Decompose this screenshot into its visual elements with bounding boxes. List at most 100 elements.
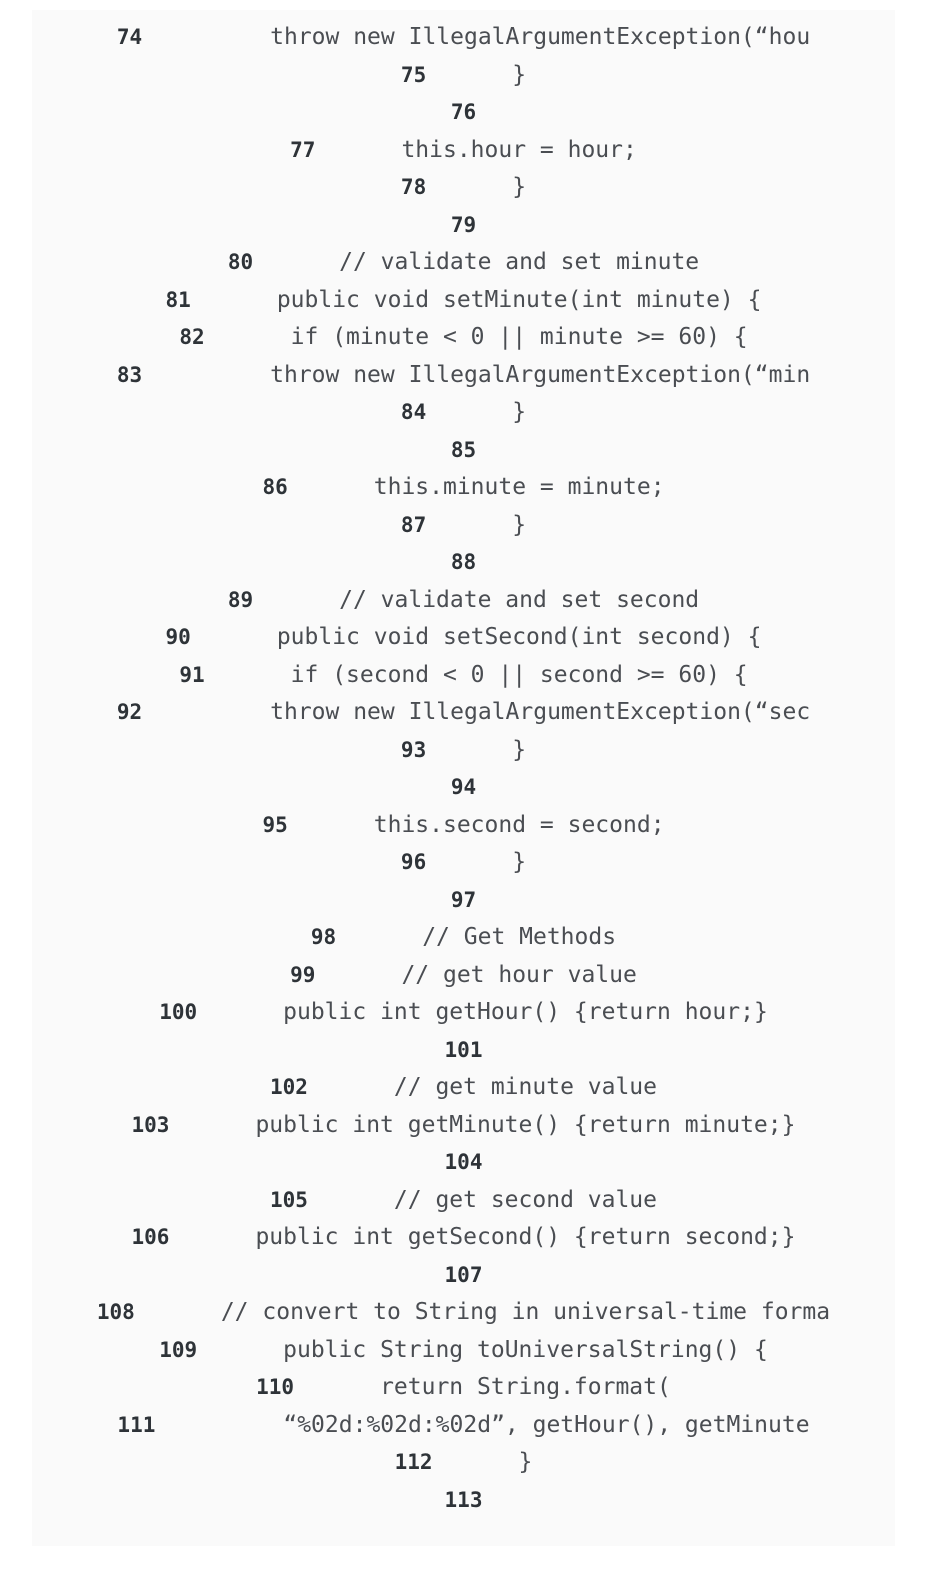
line-number: 105 (269, 1187, 308, 1212)
line-code-text: this.minute = minute; (373, 474, 665, 500)
code-line: 103 public int getMinute() {return minute… (32, 1107, 895, 1145)
line-code-text: public int getHour() {return hour;} (283, 999, 768, 1025)
line-number: 94 (450, 775, 477, 799)
code-line: 110 return String.format( (32, 1369, 895, 1407)
line-code-text: “%02d:%02d:%02d”, getHour(), getMinute (283, 1411, 810, 1438)
line-number: 99 (290, 962, 316, 987)
line-code-text: // convert to String in universal-time f… (220, 1299, 831, 1325)
line-code-text: this.hour = hour; (401, 136, 637, 163)
line-code-text: // get second value (393, 1186, 658, 1213)
line-number: 83 (116, 362, 143, 387)
line-number: 109 (159, 1337, 198, 1362)
code-line: 113 (32, 1482, 895, 1520)
line-number: 113 (444, 1487, 483, 1512)
line-number: 103 (131, 1112, 170, 1137)
code-line: 98 // Get Methods (32, 919, 895, 957)
code-line: 105 // get second value (32, 1182, 895, 1220)
code-line: 91 if (second < 0 || second >= 60) { (32, 657, 895, 695)
code-line: 90 public void setSecond(int second) { (32, 619, 895, 657)
code-line: 93} (32, 732, 895, 770)
line-number: 93 (400, 737, 427, 762)
line-code-text: } (512, 61, 527, 88)
line-number: 85 (450, 437, 477, 462)
code-line: 83 throw new IllegalArgumentException(“mi… (32, 357, 895, 395)
code-line: 87} (32, 507, 895, 545)
line-code-text: // Get Methods (422, 924, 617, 950)
code-line: 76 (32, 94, 895, 132)
line-code-text: // get minute value (393, 1074, 658, 1100)
code-line: 109 public String toUniversalString() { (32, 1332, 895, 1370)
line-code-text: if (second < 0 || second >= 60) { (290, 661, 748, 688)
line-number: 78 (400, 175, 427, 199)
line-number: 96 (400, 850, 427, 874)
code-line: 85 (32, 432, 895, 470)
line-number: 95 (262, 812, 288, 837)
line-number: 101 (444, 1037, 483, 1062)
line-code-text: // validate and set second (339, 586, 700, 613)
line-number: 100 (159, 1000, 198, 1024)
code-line: 99 // get hour value (32, 957, 895, 995)
code-line: 108 // convert to String in universal-tim… (32, 1294, 895, 1332)
code-line: 96} (32, 844, 895, 882)
line-code-text: throw new IllegalArgumentException(“sec (270, 699, 811, 725)
line-number: 86 (262, 475, 288, 499)
line-code-text: if (minute < 0 || minute >= 60) { (290, 324, 748, 350)
code-line: 84} (32, 394, 895, 432)
line-number: 91 (179, 662, 205, 687)
line-code-text: this.second = second; (373, 811, 665, 838)
line-number: 108 (96, 1300, 135, 1324)
line-code-text: throw new IllegalArgumentException(“min (270, 361, 811, 388)
code-line: 80 // validate and set minute (32, 244, 895, 282)
code-line: 75} (32, 57, 895, 95)
line-number: 88 (450, 550, 477, 574)
code-line: 111 “%02d:%02d:%02d”, getHour(), getMinut… (32, 1407, 895, 1445)
code-line: 97 (32, 882, 895, 920)
line-number: 111 (117, 1412, 156, 1437)
code-line: 94 (32, 769, 895, 807)
line-number: 112 (394, 1450, 433, 1474)
line-number: 77 (290, 137, 316, 162)
line-code-text: } (512, 399, 527, 425)
line-number: 89 (227, 587, 254, 612)
line-number: 98 (310, 925, 337, 949)
line-code-text: public void setMinute(int minute) { (276, 286, 762, 313)
code-line: 81 public void setMinute(int minute) { (32, 282, 895, 320)
code-line: 79 (32, 207, 895, 245)
line-number: 97 (450, 887, 477, 912)
code-line: 112} (32, 1444, 895, 1482)
line-number: 74 (116, 25, 143, 49)
code-line: 95 this.second = second; (32, 807, 895, 845)
line-number: 110 (256, 1375, 295, 1399)
line-number: 90 (165, 625, 191, 649)
line-code-text: public int getMinute() {return minute;} (255, 1111, 796, 1138)
line-number: 87 (400, 512, 427, 537)
line-number: 81 (165, 287, 191, 312)
line-number: 80 (227, 250, 254, 274)
line-code-text: return String.format( (380, 1374, 671, 1400)
line-number: 106 (131, 1225, 170, 1249)
line-number: 79 (450, 212, 477, 237)
line-code-text: public String toUniversalString() { (283, 1336, 768, 1363)
code-line: 78} (32, 169, 895, 207)
line-code-text: public int getSecond() {return second;} (255, 1224, 796, 1250)
line-number: 107 (444, 1262, 483, 1287)
line-number: 84 (400, 400, 427, 424)
code-line: 101 (32, 1032, 895, 1070)
line-code-text: // get hour value (401, 961, 637, 988)
code-line: 86 this.minute = minute; (32, 469, 895, 507)
code-line: 107 (32, 1257, 895, 1295)
code-line: 77 this.hour = hour; (32, 132, 895, 170)
line-code-text: } (518, 1449, 533, 1475)
line-code-text: } (512, 849, 527, 875)
line-code-text: // validate and set minute (339, 249, 700, 275)
code-line: 102// get minute value (32, 1069, 895, 1107)
line-code-text: public void setSecond(int second) { (276, 624, 762, 650)
line-code-text: } (512, 511, 527, 538)
line-number: 104 (444, 1150, 483, 1174)
code-line: 106 public int getSecond() {return second… (32, 1219, 895, 1257)
